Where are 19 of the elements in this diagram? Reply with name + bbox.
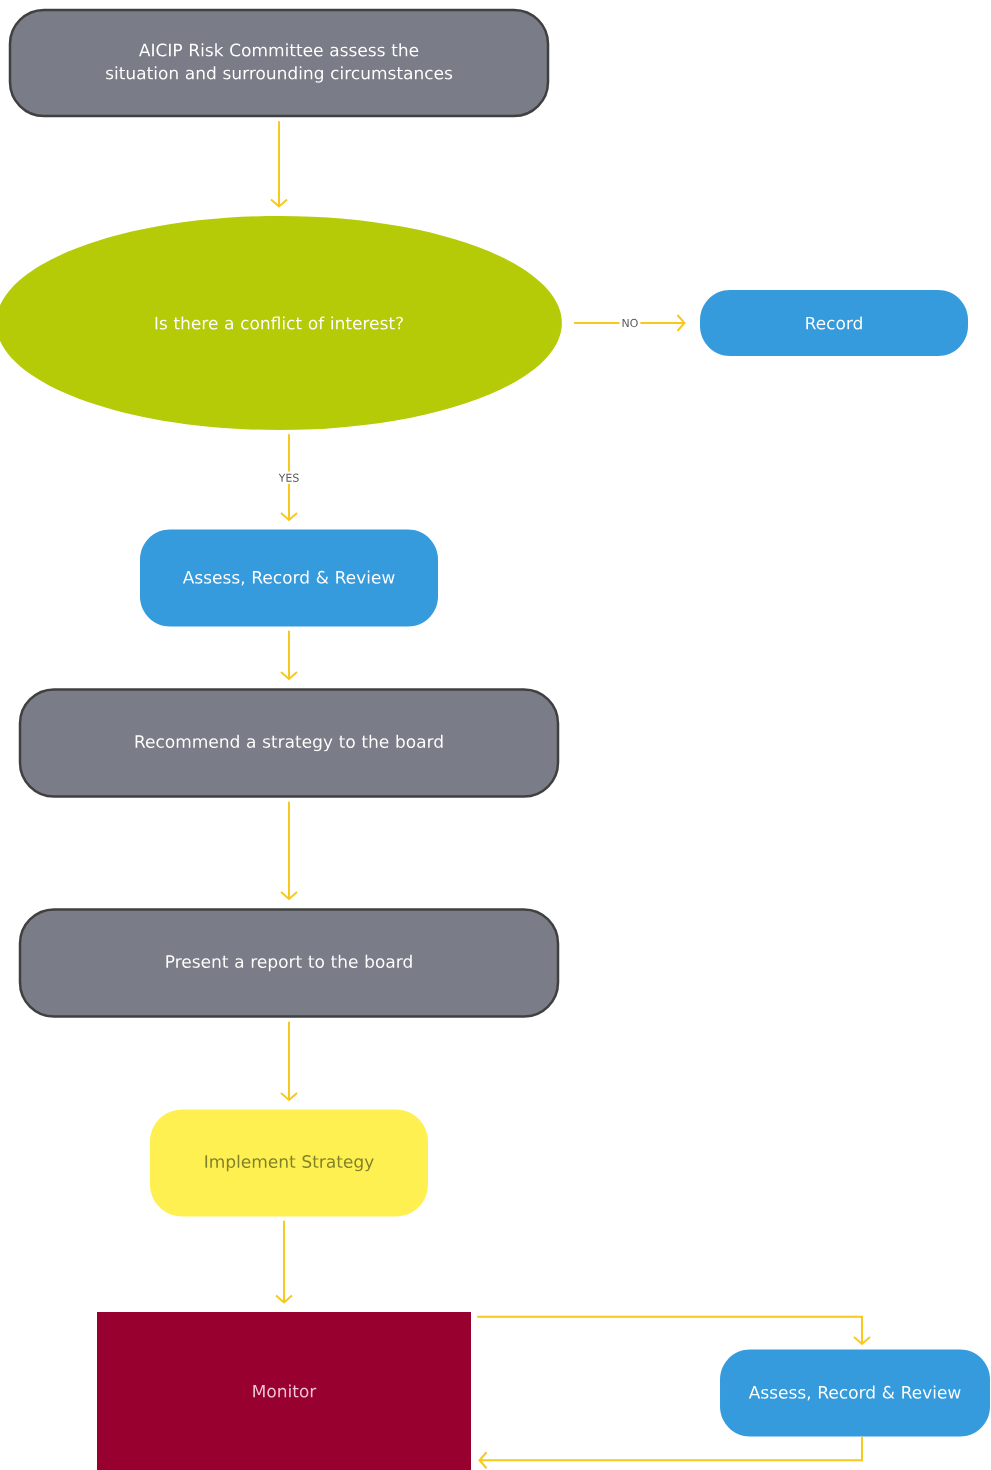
- process-box: Record: [700, 290, 968, 356]
- arrow: [280, 433, 298, 522]
- process-box: Present a report to the board: [18, 908, 560, 1018]
- process-box: Assess, Record & Review: [140, 529, 438, 627]
- edge-label: YES: [276, 471, 302, 484]
- arrow: [280, 1020, 298, 1102]
- process-box: Recommend a strategy to the board: [18, 688, 560, 798]
- arrow: [280, 800, 298, 901]
- arrow: [275, 1219, 293, 1304]
- edge-label: NO: [619, 316, 641, 330]
- arrow: [270, 120, 288, 208]
- process-box: Monitor: [97, 1312, 471, 1470]
- process-box: Assess, Record & Review: [720, 1349, 990, 1437]
- arrow: [478, 1435, 863, 1470]
- arrow: [476, 1315, 871, 1346]
- arrow: [280, 629, 298, 681]
- process-box: AICIP Risk Committee assess the situation and surrounding circumstances: [8, 8, 550, 118]
- arrow: [573, 314, 686, 332]
- process-box: Implement Strategy: [150, 1109, 428, 1217]
